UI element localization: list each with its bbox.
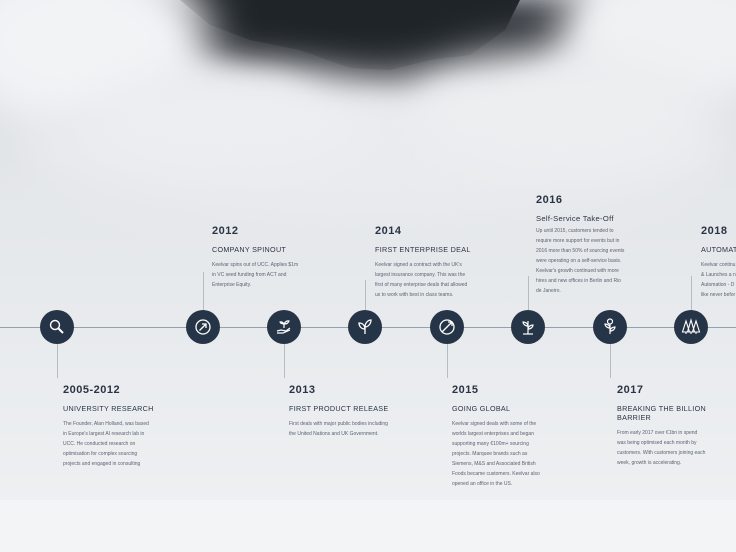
event-description: Keelvar spins out of UCC. Applies $1m in… bbox=[212, 262, 299, 288]
event-title: GOING GLOBAL bbox=[452, 404, 511, 413]
event-title: UNIVERSITY RESEARCH bbox=[63, 404, 154, 413]
timeline-node-2018[interactable] bbox=[674, 310, 708, 344]
timeline-node-2012[interactable] bbox=[186, 310, 220, 344]
event-2013: 2013 FIRST PRODUCT RELEASE First deals w… bbox=[289, 384, 429, 439]
connector-2017 bbox=[610, 344, 611, 378]
event-year: 2013 bbox=[289, 384, 316, 396]
event-2012: 2012 COMPANY SPINOUT Keelvar spins out o… bbox=[212, 225, 322, 290]
connector-2013 bbox=[284, 344, 285, 378]
timeline-node-2013[interactable] bbox=[267, 310, 301, 344]
event-description: Keelvar continu & Launches a n Automatio… bbox=[701, 262, 736, 298]
event-title: Self-Service Take-Off bbox=[536, 214, 614, 223]
event-title: BREAKING THE BILLION BARRIER bbox=[617, 404, 706, 422]
event-title: AUTOMAT bbox=[701, 245, 736, 254]
timeline-node-2017[interactable] bbox=[593, 310, 627, 344]
timeline-node-2015[interactable] bbox=[430, 310, 464, 344]
plant-icon bbox=[522, 321, 534, 335]
event-title: COMPANY SPINOUT bbox=[212, 245, 287, 254]
event-description: Keelvar signed a contract with the UK's … bbox=[375, 262, 468, 298]
trees-icon bbox=[681, 318, 701, 334]
event-year: 2012 bbox=[212, 225, 239, 237]
arrow-circle-icon bbox=[195, 319, 211, 335]
event-year: 2016 bbox=[536, 194, 563, 206]
event-description: Up until 2015, customers tended to requi… bbox=[536, 228, 625, 294]
event-description: The Founder, Alan Holland, was based in … bbox=[63, 421, 149, 467]
event-2005-2012: 2005-2012 UNIVERSITY RESEARCH The Founde… bbox=[63, 384, 183, 469]
connector-2005-2012 bbox=[57, 344, 58, 378]
event-year: 2014 bbox=[375, 225, 402, 237]
coin-plant-icon bbox=[604, 318, 616, 334]
connector-2014 bbox=[365, 280, 366, 310]
magnifier-icon bbox=[49, 319, 64, 334]
event-title: FIRST PRODUCT RELEASE bbox=[289, 404, 389, 413]
event-year: 2015 bbox=[452, 384, 479, 396]
event-year: 2005-2012 bbox=[63, 384, 121, 396]
event-description: Keelvar signed deals with some of the wo… bbox=[452, 421, 540, 487]
event-2015: 2015 GOING GLOBAL Keelvar signed deals w… bbox=[452, 384, 572, 489]
timeline-node-2014[interactable] bbox=[348, 310, 382, 344]
event-description: First deals with major public bodies inc… bbox=[289, 421, 388, 437]
connector-2015 bbox=[447, 344, 448, 378]
connector-2016 bbox=[528, 276, 529, 310]
globe-arrow-icon bbox=[439, 319, 455, 335]
sprout-icon bbox=[358, 319, 372, 334]
event-year: 2017 bbox=[617, 384, 644, 396]
event-2016: 2016 Self-Service Take-Off Up until 2015… bbox=[536, 194, 646, 296]
connector-2012 bbox=[203, 272, 204, 310]
timeline-node-2005-2012[interactable] bbox=[40, 310, 74, 344]
event-2017: 2017 BREAKING THE BILLION BARRIER From e… bbox=[617, 384, 735, 468]
timeline-node-2016[interactable] bbox=[511, 310, 545, 344]
event-year: 2018 bbox=[701, 225, 728, 237]
event-title: FIRST ENTERPRISE DEAL bbox=[375, 245, 471, 254]
event-description: From early 2017 over €1bn in spend was b… bbox=[617, 430, 706, 466]
event-2014: 2014 FIRST ENTERPRISE DEAL Keelvar signe… bbox=[375, 225, 495, 300]
event-2018: 2018 AUTOMAT Keelvar continu & Launches … bbox=[701, 225, 736, 300]
connector-2018 bbox=[691, 276, 692, 310]
hand-seedling-icon bbox=[276, 320, 291, 334]
